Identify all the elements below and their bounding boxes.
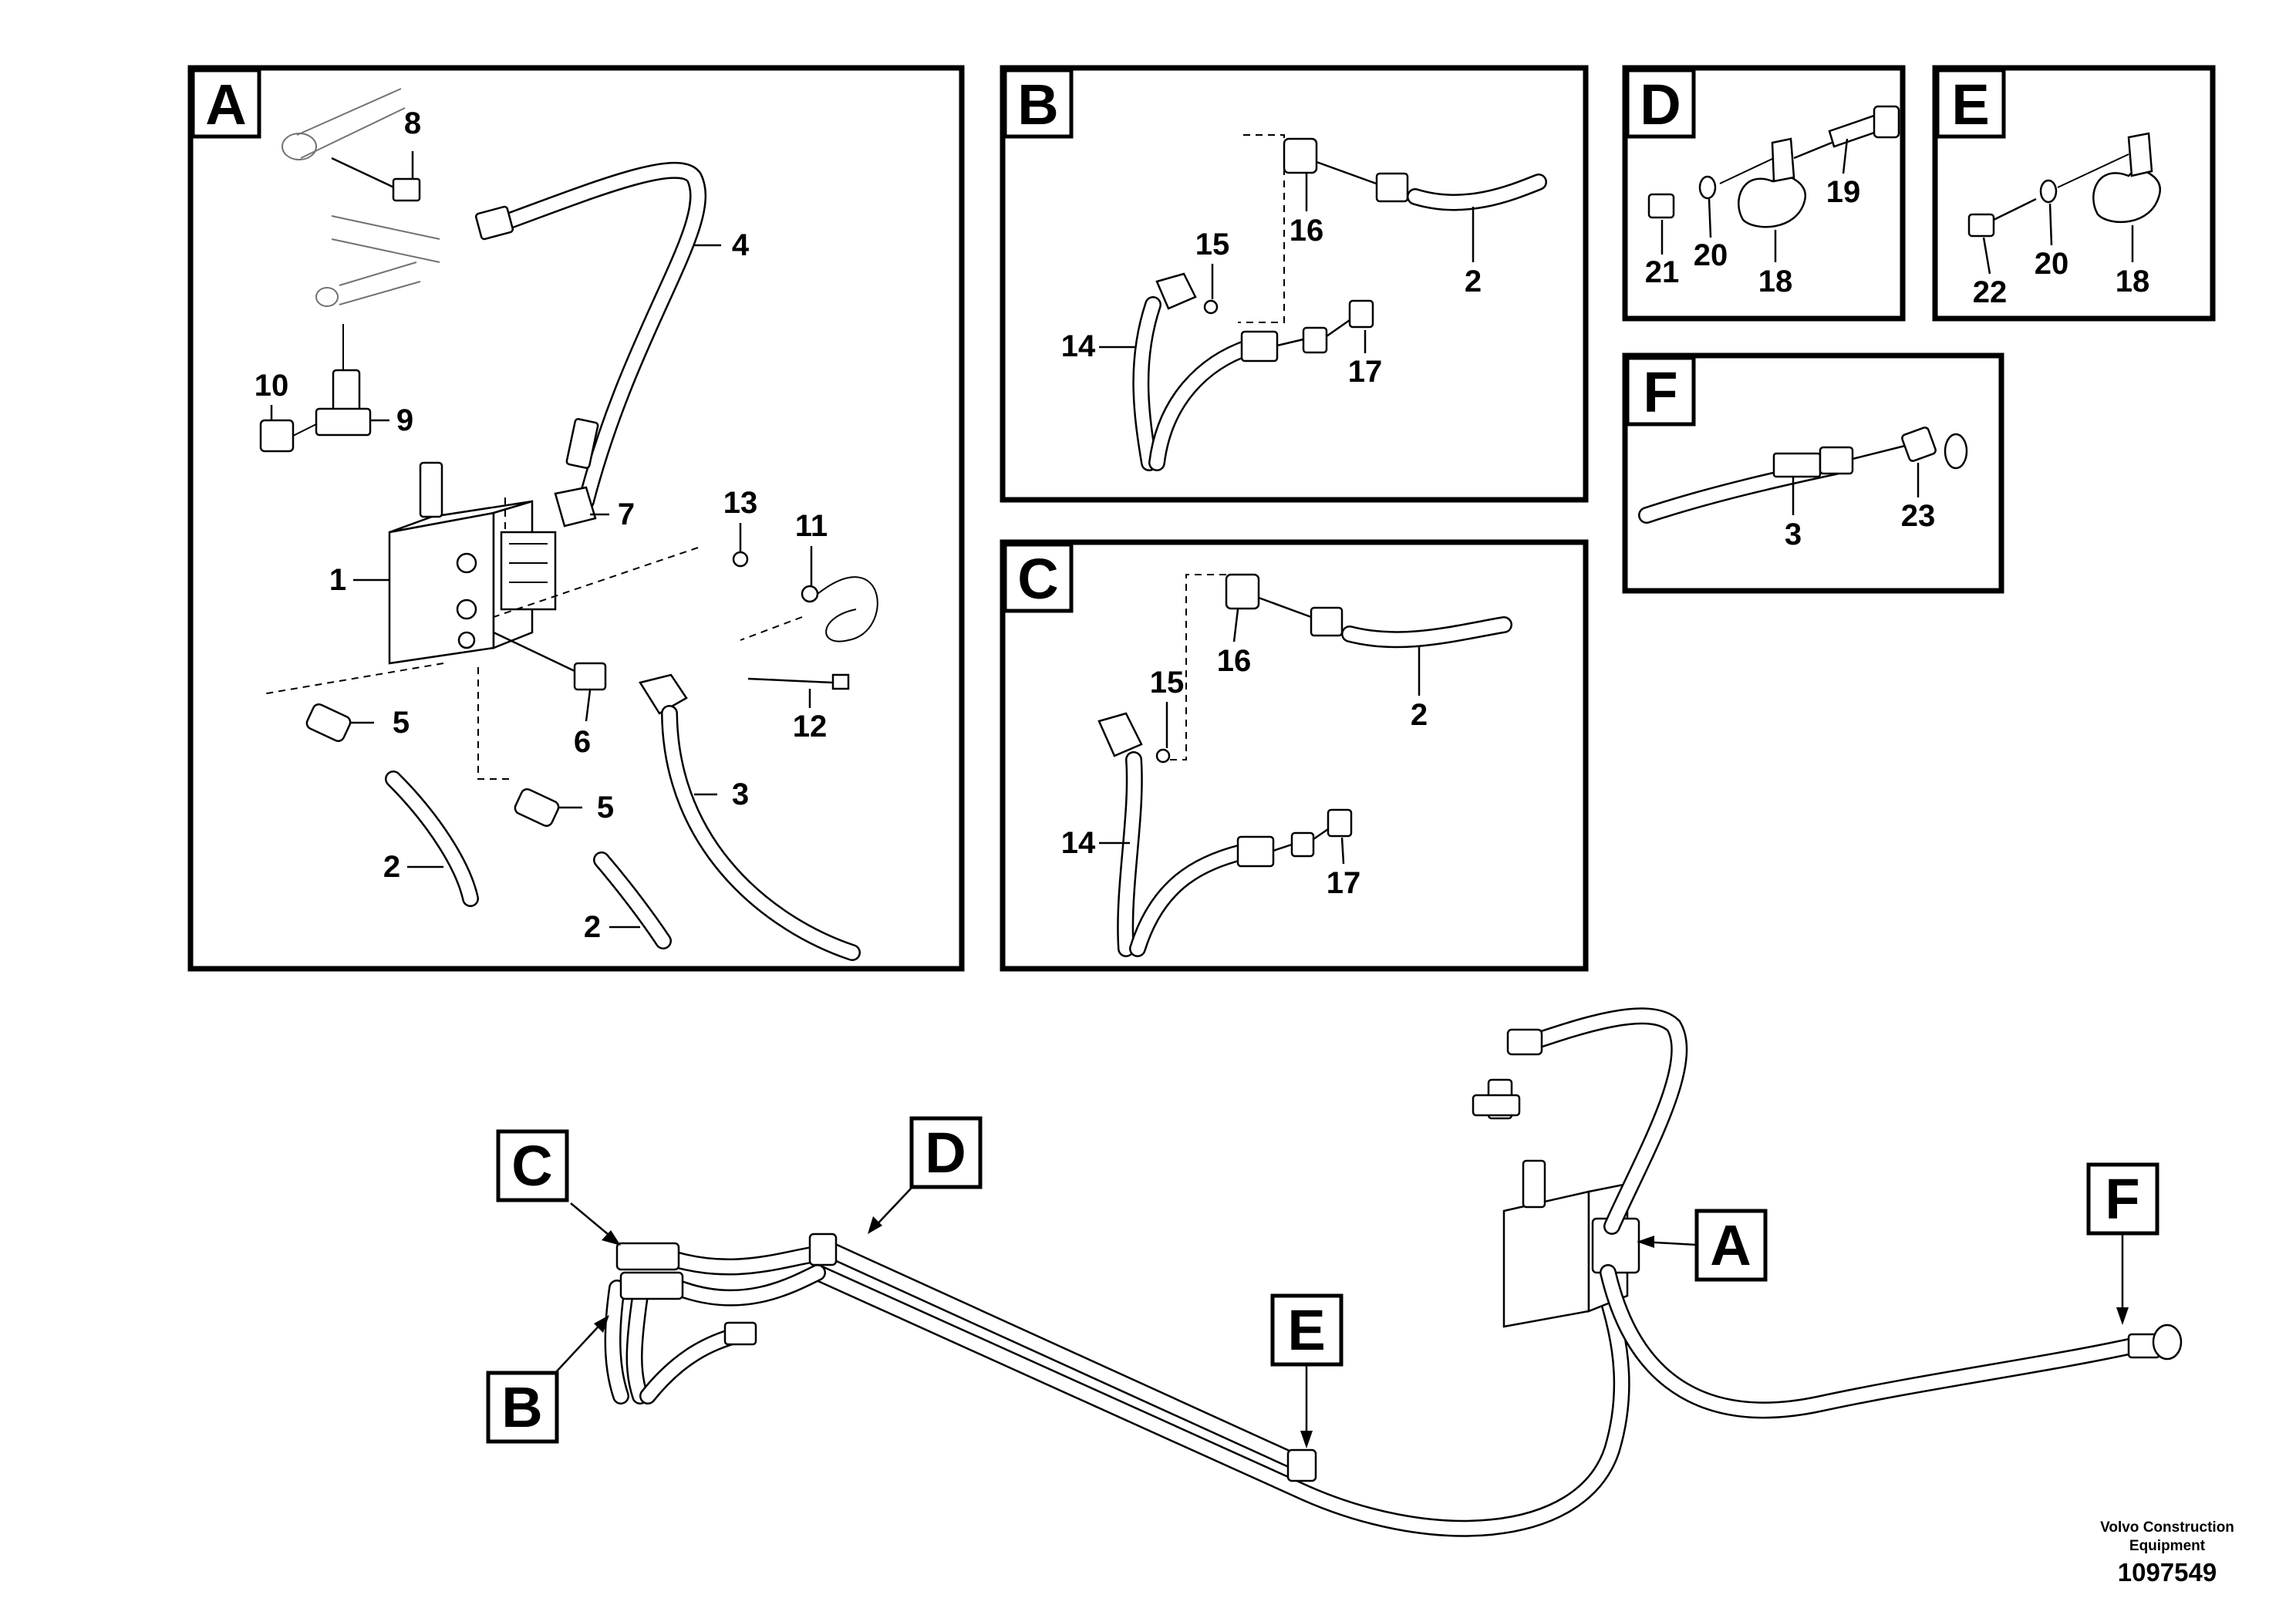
cap-17 xyxy=(1348,299,1374,329)
label-11: 11 xyxy=(795,509,828,543)
label-c-16: 16 xyxy=(1217,644,1252,678)
label-f-3: 3 xyxy=(1785,518,1802,551)
label-13: 13 xyxy=(723,486,758,520)
panel-c-letter: C xyxy=(1017,547,1058,611)
label-5b: 5 xyxy=(597,791,614,824)
adapter-c-16 xyxy=(1225,573,1260,610)
label-2b: 2 xyxy=(584,910,601,944)
overview-assembly xyxy=(604,1007,2183,1537)
clamp-e-18 xyxy=(2092,167,2162,224)
label-d-20: 20 xyxy=(1694,238,1728,272)
company-line1: Volvo Construction xyxy=(2100,1519,2234,1536)
valve-block-1 xyxy=(388,461,557,665)
panel-a-tag xyxy=(190,68,261,139)
label-c-2: 2 xyxy=(1411,698,1428,732)
label-2a: 2 xyxy=(383,850,400,884)
elbow-23 xyxy=(1901,427,1937,462)
panel-b-letter: B xyxy=(1017,73,1058,137)
washer-13 xyxy=(732,551,749,568)
label-b-15: 15 xyxy=(1195,228,1230,261)
panel-a: A xyxy=(187,65,965,972)
panel-c-tag xyxy=(1003,542,1074,613)
washer-20 xyxy=(1698,175,1717,200)
washer-e-20 xyxy=(2039,179,2058,204)
label-c-17: 17 xyxy=(1327,866,1361,900)
seal-c-15 xyxy=(1155,748,1171,764)
callout-d: D xyxy=(868,1116,983,1234)
panel-f-letter: F xyxy=(1643,360,1677,424)
panel-b-frame xyxy=(1000,65,1589,503)
label-4: 4 xyxy=(732,228,750,262)
label-12: 12 xyxy=(793,710,828,744)
label-e-18: 18 xyxy=(2116,265,2150,298)
label-7: 7 xyxy=(618,497,635,531)
label-c-15: 15 xyxy=(1150,666,1185,700)
callout-e: E xyxy=(1270,1293,1344,1448)
label-b-2: 2 xyxy=(1465,265,1482,298)
panel-d: D 21 20 18 19 xyxy=(1622,65,1906,322)
elbow-5a xyxy=(305,703,352,743)
panel-a-letter: A xyxy=(205,73,246,137)
panel-f: F 3 23 xyxy=(1622,352,2004,594)
label-d-19: 19 xyxy=(1826,175,1861,209)
company-line2: Equipment xyxy=(2129,1538,2206,1554)
clamp-18 xyxy=(1738,172,1807,228)
label-f-23: 23 xyxy=(1901,499,1936,533)
cap-c-17 xyxy=(1327,808,1353,838)
panel-c: C 16 2 15 14 17 xyxy=(1000,539,1589,972)
callout-c: C xyxy=(496,1129,621,1246)
drawing-number: 1097549 xyxy=(2118,1558,2217,1587)
label-e-22: 22 xyxy=(1973,275,2008,309)
panel-e-tag xyxy=(1935,68,2006,139)
cap-10 xyxy=(259,419,295,453)
hose-4 xyxy=(474,161,706,528)
label-d-21: 21 xyxy=(1645,255,1680,289)
svg-text:B: B xyxy=(501,1375,542,1439)
label-b-17: 17 xyxy=(1348,355,1383,389)
panel-f-tag xyxy=(1625,356,1696,427)
svg-text:C: C xyxy=(511,1134,552,1198)
label-b-16: 16 xyxy=(1290,214,1324,248)
panel-d-tag xyxy=(1625,68,1696,139)
svg-text:E: E xyxy=(1287,1298,1325,1362)
svg-text:F: F xyxy=(2105,1167,2139,1231)
label-8: 8 xyxy=(404,106,421,140)
svg-text:D: D xyxy=(925,1121,966,1185)
panel-b: B 16 2 15 14 17 xyxy=(1000,65,1589,503)
label-10: 10 xyxy=(255,369,289,403)
callout-f: F xyxy=(2086,1162,2159,1325)
reference-pipes xyxy=(282,88,440,307)
screw-22 xyxy=(1967,213,1995,238)
adapter-16 xyxy=(1283,137,1318,174)
panel-e: E 22 20 18 xyxy=(1932,65,2216,322)
footer: Volvo Construction Equipment 1097549 xyxy=(2100,1519,2234,1587)
panel-e-letter: E xyxy=(1951,73,1989,137)
callout-b: B xyxy=(486,1315,609,1444)
fitting-6 xyxy=(573,662,607,691)
label-c-14: 14 xyxy=(1061,826,1096,860)
label-d-18: 18 xyxy=(1758,265,1793,298)
label-3: 3 xyxy=(732,777,749,811)
label-5a: 5 xyxy=(393,706,410,740)
panel-c-frame xyxy=(1000,539,1589,972)
panel-d-letter: D xyxy=(1640,73,1681,137)
nut-21 xyxy=(1647,193,1675,219)
panel-b-tag xyxy=(1003,68,1074,139)
label-e-20: 20 xyxy=(2035,247,2069,281)
label-9: 9 xyxy=(396,403,413,437)
tee-fitting-9 xyxy=(259,324,372,453)
fitting-8 xyxy=(392,177,421,202)
elbow-5b xyxy=(514,787,560,828)
label-1: 1 xyxy=(329,563,346,597)
label-6: 6 xyxy=(574,725,591,759)
label-b-14: 14 xyxy=(1061,329,1096,363)
svg-text:A: A xyxy=(1710,1213,1751,1277)
seal-15 xyxy=(1203,299,1219,315)
bolt-12 xyxy=(831,673,850,690)
callout-a: A xyxy=(1637,1209,1768,1282)
